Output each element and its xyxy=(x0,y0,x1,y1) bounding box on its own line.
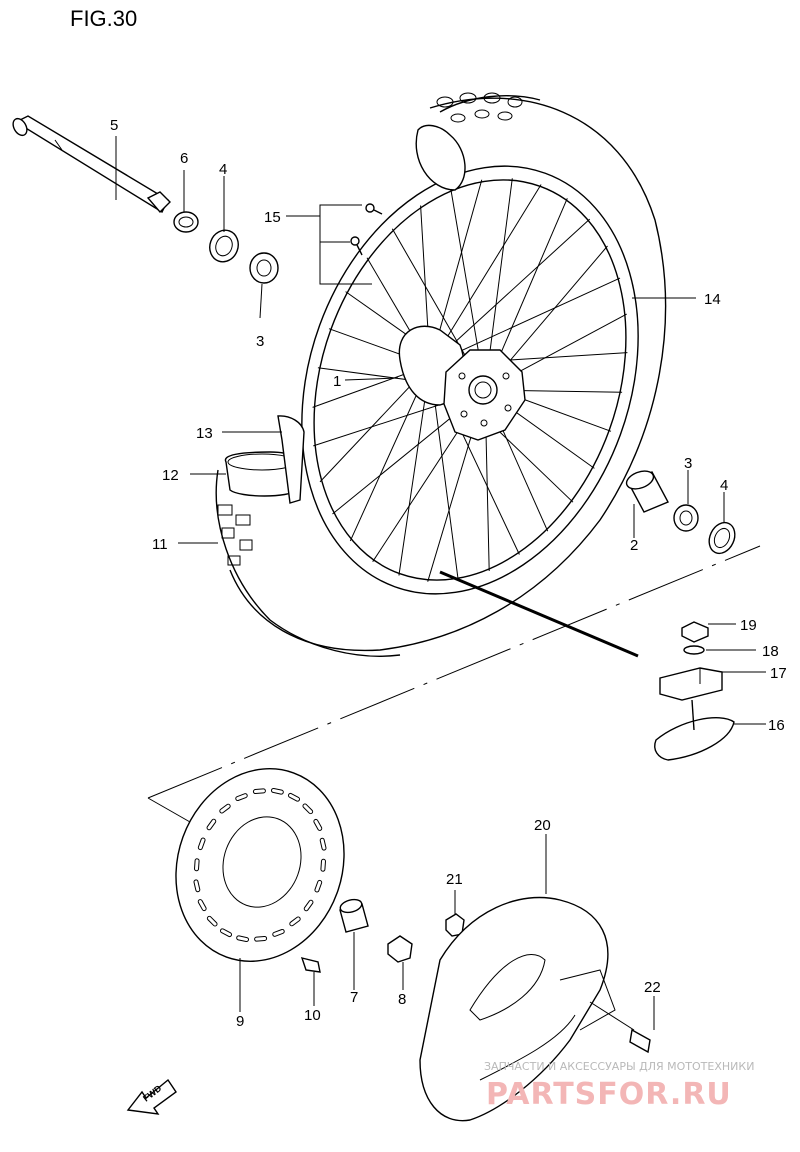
disc-slot xyxy=(193,879,201,893)
disc-slot xyxy=(194,858,200,872)
callout-6: 6 xyxy=(180,150,188,167)
callout-4a: 4 xyxy=(219,161,227,178)
disc-slot xyxy=(252,788,266,795)
disc-slot xyxy=(303,899,314,912)
disc-slot xyxy=(319,837,327,851)
nut-8 xyxy=(387,935,413,963)
disc-slot xyxy=(197,899,207,912)
disc-slot xyxy=(302,803,314,815)
spoke xyxy=(429,184,542,366)
disc-slot xyxy=(206,915,218,927)
callout-11: 11 xyxy=(152,536,168,553)
disc-slot xyxy=(287,792,301,802)
callout-3b: 3 xyxy=(684,455,692,472)
disc-slot xyxy=(235,793,248,802)
callout-22: 22 xyxy=(644,979,661,996)
disc-slot xyxy=(313,818,323,831)
fwd-arrow-icon: FWD xyxy=(126,1078,177,1115)
disc-slot xyxy=(219,928,233,938)
rim-lock-block xyxy=(659,667,723,701)
callout-16: 16 xyxy=(768,717,785,734)
disc-slot xyxy=(289,916,301,927)
watermark: ЗАПЧАСТИ И АКСЕССУАРЫ ДЛЯ МОТОТЕХНИКИ PA… xyxy=(484,1060,754,1112)
callout-1: 1 xyxy=(333,373,341,390)
rim-lock-washer xyxy=(683,645,705,655)
rim-lock-nut xyxy=(681,621,709,643)
collar-7 xyxy=(339,898,369,933)
callout-18: 18 xyxy=(762,643,779,660)
bearing-left xyxy=(249,252,279,284)
disc-slot xyxy=(206,818,217,831)
callout-7: 7 xyxy=(350,989,358,1006)
disc-slot xyxy=(272,928,285,937)
disc-slot xyxy=(236,935,250,943)
bolt-22 xyxy=(589,1001,651,1054)
disc-slot xyxy=(254,935,268,942)
rim-lock xyxy=(654,699,735,761)
front-axle xyxy=(12,115,171,214)
callout-4b: 4 xyxy=(720,477,728,494)
callout-3a: 3 xyxy=(256,333,264,350)
callout-20: 20 xyxy=(534,817,551,834)
callout-21: 21 xyxy=(446,871,463,888)
spacer-right xyxy=(625,470,669,513)
callout-2: 2 xyxy=(630,537,638,554)
callout-14: 14 xyxy=(704,291,721,308)
callout-numbers: 5 6 4 3 15 1 13 12 11 14 3 4 2 19 18 17 … xyxy=(110,117,787,1030)
callout-9: 9 xyxy=(236,1013,244,1030)
brake-disc xyxy=(175,768,345,962)
wheel-assembly xyxy=(215,92,667,657)
disc-slot xyxy=(320,858,326,872)
guide-line xyxy=(439,570,639,658)
disc-cover xyxy=(419,896,616,1122)
oil-seal-right xyxy=(708,521,736,555)
oil-seal-left xyxy=(209,229,239,263)
disc-slot xyxy=(314,879,323,893)
disc-slot xyxy=(219,803,231,814)
spoke-nipples xyxy=(350,203,383,256)
callout-17: 17 xyxy=(770,665,787,682)
assembly-line-1 xyxy=(147,545,761,799)
callout-15: 15 xyxy=(264,209,281,226)
callout-19: 19 xyxy=(740,617,757,634)
disc-slot xyxy=(197,837,206,851)
callout-13: 13 xyxy=(196,425,213,442)
leader-lines xyxy=(115,136,766,1030)
watermark-tagline: ЗАПЧАСТИ И АКСЕССУАРЫ ДЛЯ МОТОТЕХНИКИ xyxy=(484,1060,754,1073)
collar xyxy=(173,211,199,233)
callout-10: 10 xyxy=(304,1007,321,1024)
callout-8: 8 xyxy=(398,991,406,1008)
spoke xyxy=(429,218,591,366)
bearing-right xyxy=(673,504,699,532)
figure-title: FIG.30 xyxy=(70,6,137,31)
watermark-brand: PARTSFOR.RU xyxy=(486,1077,732,1112)
callout-5: 5 xyxy=(110,117,118,134)
assembly-line-2 xyxy=(147,797,191,823)
disc-slot xyxy=(270,787,284,795)
callout-12: 12 xyxy=(162,467,179,484)
disc-bolt xyxy=(300,957,321,973)
